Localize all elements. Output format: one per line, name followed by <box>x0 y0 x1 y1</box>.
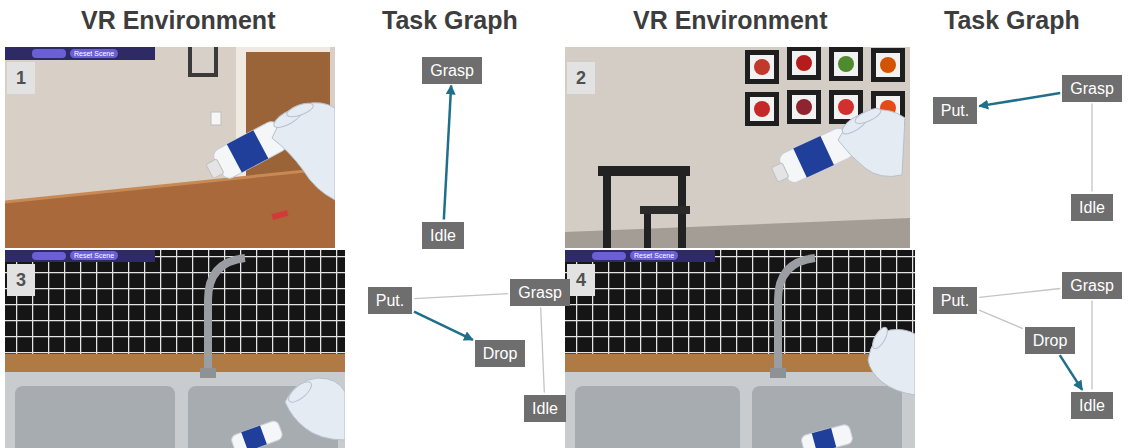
picture <box>192 47 214 73</box>
bottle <box>230 419 284 448</box>
faucet <box>778 258 815 378</box>
state-label: Idle <box>532 399 558 418</box>
ui-button <box>592 252 626 260</box>
red-object <box>271 210 288 220</box>
current-transition <box>444 85 451 219</box>
vr-hand <box>271 101 335 200</box>
state-box: Put. <box>368 287 412 314</box>
vr-hand <box>868 325 915 395</box>
sink-basin <box>752 386 902 448</box>
ui-button-label: Reset Scene <box>630 251 678 260</box>
scene-room-table <box>5 47 335 248</box>
scene-sink-drop <box>5 250 345 448</box>
state-box: Put. <box>933 97 977 124</box>
ui-button <box>32 252 66 260</box>
past-transition <box>979 310 1023 328</box>
state-box: Idle <box>1071 194 1113 221</box>
picture-frame <box>188 47 218 77</box>
ui-bar <box>5 47 155 60</box>
floor <box>565 218 910 248</box>
past-transition <box>414 294 508 299</box>
state-box: Grasp <box>1062 272 1122 299</box>
panel-number: 1 <box>7 62 35 94</box>
ui-bar <box>565 250 715 262</box>
state-box: Drop <box>475 340 526 367</box>
light-switch <box>211 112 221 125</box>
state-label: Grasp <box>1070 276 1114 295</box>
column-header: VR Environment <box>633 6 827 35</box>
state-box: Idle <box>422 222 464 249</box>
step-stool <box>598 166 690 248</box>
bottle <box>800 423 853 448</box>
state-label: Grasp <box>518 283 562 302</box>
panel-number: 2 <box>567 62 595 94</box>
ui-bar <box>5 250 155 262</box>
vr-hand <box>285 378 345 440</box>
state-label: Put. <box>941 291 969 310</box>
current-transition <box>979 93 1060 106</box>
faucet-base <box>200 368 216 378</box>
state-label: Drop <box>483 344 518 363</box>
panel-number: 4 <box>567 264 595 296</box>
faucet-base <box>770 368 786 378</box>
state-box: Grasp <box>510 279 570 306</box>
past-transition <box>979 288 1060 297</box>
state-box: Grasp <box>1062 75 1122 102</box>
scene-room-stool <box>565 47 910 248</box>
faucet <box>208 258 245 378</box>
state-label: Idle <box>1079 396 1105 415</box>
state-label: Put. <box>941 101 969 120</box>
column-header: VR Environment <box>81 6 275 35</box>
sink-basin <box>575 386 740 448</box>
wall <box>5 47 335 248</box>
past-transition <box>541 307 545 392</box>
state-box: Grasp <box>422 57 482 84</box>
column-header: Task Graph <box>382 6 518 35</box>
current-transition <box>1060 355 1082 390</box>
state-label: Grasp <box>1070 79 1114 98</box>
state-label: Idle <box>1079 198 1105 217</box>
state-label: Put. <box>376 291 404 310</box>
past-transition <box>1091 104 1092 192</box>
state-box: Idle <box>524 395 566 422</box>
scene-sink-idle <box>565 250 915 448</box>
current-transition <box>414 312 473 340</box>
past-transition <box>1091 301 1092 390</box>
vr-hand <box>838 106 905 177</box>
panel-number: 3 <box>7 264 35 296</box>
counter <box>565 354 915 374</box>
table <box>5 168 335 248</box>
state-box: Drop <box>1025 327 1076 354</box>
ui-button-label: Reset Scene <box>70 251 118 260</box>
table-edge <box>5 168 335 202</box>
state-label: Grasp <box>430 61 474 80</box>
state-box: Put. <box>933 287 977 314</box>
column-header: Task Graph <box>944 6 1080 35</box>
sink-basin <box>15 386 175 448</box>
ui-button-label: Reset Scene <box>70 49 118 58</box>
state-box: Idle <box>1071 392 1113 419</box>
state-label: Drop <box>1033 331 1068 350</box>
state-label: Idle <box>430 226 456 245</box>
wall <box>565 47 910 248</box>
counter <box>5 354 345 374</box>
ui-button <box>32 49 66 58</box>
